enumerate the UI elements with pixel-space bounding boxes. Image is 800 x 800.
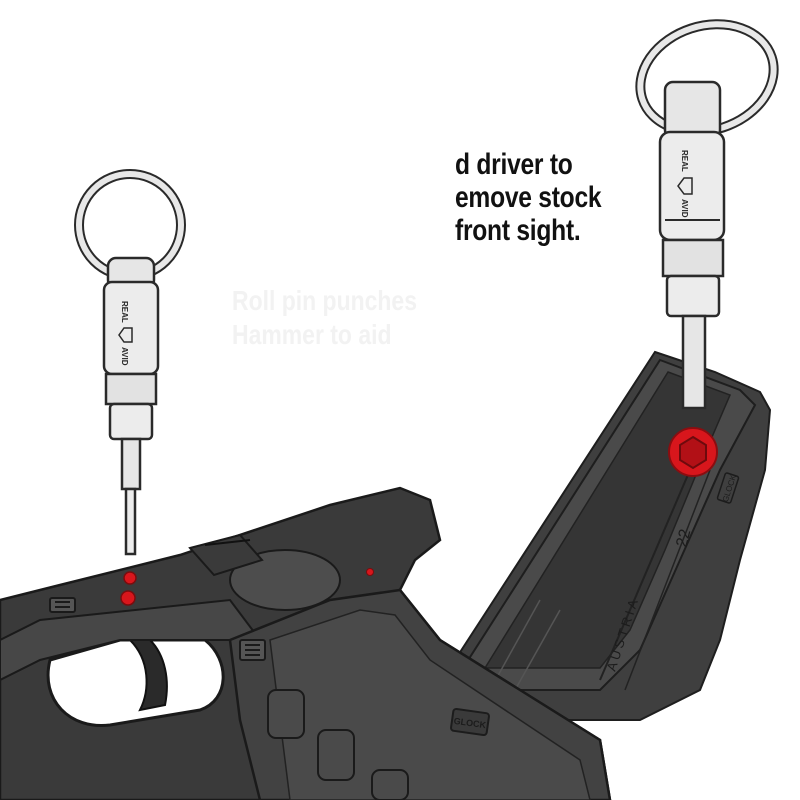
caption-line: d driver to [455, 148, 573, 181]
pistol-slide: GLOCK 22 AUSTRIA [453, 350, 772, 721]
pin-hole-rear [366, 568, 374, 576]
faded-caption-line: Hammer to aid [232, 319, 392, 350]
brand-shield-icon [118, 327, 133, 343]
frame-logo-text: GLOCK [453, 716, 487, 730]
caption-line: emove stock [455, 181, 602, 214]
faded-caption: Roll pin punches Hammer to aid [232, 284, 417, 352]
pin-hole-highlight-lower [120, 590, 136, 606]
faded-caption-line: Roll pin punches [232, 285, 417, 316]
pin-hole-highlight-upper [123, 571, 137, 585]
pin-punch-tool-left: REAL AVID [74, 169, 186, 556]
svg-text:REAL: REAL [120, 301, 129, 323]
trigger [127, 639, 168, 712]
hex-screw-icon [679, 435, 707, 470]
brand-shield-icon [677, 177, 693, 195]
punch-pin-left [124, 487, 137, 556]
svg-text:AVID: AVID [120, 347, 129, 366]
caption-line: front sight. [455, 214, 581, 247]
brand-label-left: REAL AVID [118, 301, 133, 366]
brand-label-right: REAL AVID [677, 150, 693, 218]
slide-stop [239, 639, 266, 661]
svg-text:REAL: REAL [680, 150, 689, 172]
driver-shaft-right [681, 314, 707, 410]
trigger-guard [46, 638, 225, 728]
pistol-frame: GLOCK [0, 486, 612, 800]
instruction-caption: d driver to emove stock front sight. [455, 148, 619, 247]
grip-texture [267, 689, 409, 800]
sight-driver-tool-right: REAL AVID [635, 19, 779, 410]
slide-caliber-engraving: 22 [673, 527, 694, 549]
takedown-lever [49, 597, 76, 613]
svg-text:AVID: AVID [680, 199, 689, 218]
frame-logo: GLOCK [450, 707, 490, 737]
